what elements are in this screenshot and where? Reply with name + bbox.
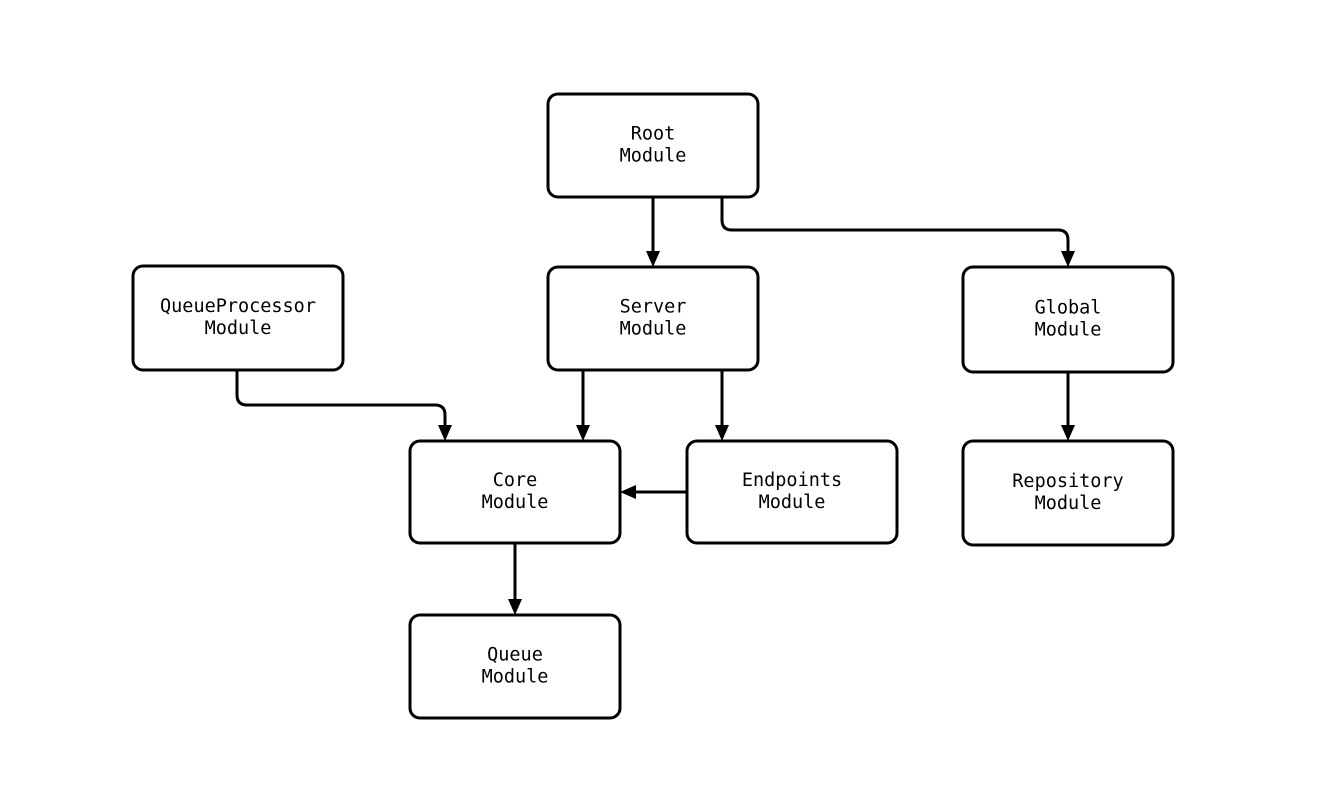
node-label-kind: Module xyxy=(1035,320,1102,341)
node-label-kind: Module xyxy=(205,318,272,339)
edge-core-to-queue xyxy=(508,543,522,615)
edge-root-to-global xyxy=(720,197,1075,267)
edge-arrowhead xyxy=(438,425,452,441)
node-box[interactable] xyxy=(685,439,899,545)
node-box[interactable] xyxy=(546,92,760,199)
edge-arrowhead xyxy=(1061,251,1075,267)
node-label-name: Queue xyxy=(487,645,543,666)
nodes-layer: RootModuleQueueProcessorModuleServerModu… xyxy=(131,92,1175,720)
node-box[interactable] xyxy=(546,265,760,372)
node-label-name: Core xyxy=(493,470,538,491)
node-box[interactable] xyxy=(408,613,622,720)
edge-arrowhead xyxy=(646,251,660,267)
edge-root-to-server xyxy=(646,197,660,267)
node-label-kind: Module xyxy=(620,319,687,340)
edge-queueprocessor-to-core xyxy=(235,370,452,441)
node-label-kind: Module xyxy=(1035,493,1102,514)
edge-arrowhead xyxy=(715,425,729,441)
edges-layer xyxy=(235,197,1075,615)
node-box[interactable] xyxy=(961,265,1175,374)
edge-arrowhead xyxy=(508,599,522,615)
node-box[interactable] xyxy=(961,439,1175,547)
edge-arrowhead xyxy=(620,485,636,499)
node-label-kind: Module xyxy=(620,146,687,167)
node-label-kind: Module xyxy=(482,492,549,513)
edge-line xyxy=(720,197,1070,252)
node-label-name: Server xyxy=(620,297,687,318)
edge-arrowhead xyxy=(1061,425,1075,441)
edge-server-to-endpoints xyxy=(715,370,729,441)
edge-global-to-repository xyxy=(1061,372,1075,441)
node-label-name: Global xyxy=(1035,298,1102,319)
edge-line xyxy=(235,370,447,426)
node-label-kind: Module xyxy=(482,667,549,688)
node-box[interactable] xyxy=(408,439,622,545)
node-label-name: Endpoints xyxy=(742,470,842,491)
node-label-name: Root xyxy=(631,124,676,145)
node-label-name: Repository xyxy=(1012,471,1123,492)
edge-server-to-core xyxy=(576,370,590,441)
node-label-kind: Module xyxy=(759,492,826,513)
edge-endpoints-to-core xyxy=(620,485,687,499)
edge-arrowhead xyxy=(576,425,590,441)
node-label-name: QueueProcessor xyxy=(160,296,316,317)
node-box[interactable] xyxy=(131,264,345,372)
